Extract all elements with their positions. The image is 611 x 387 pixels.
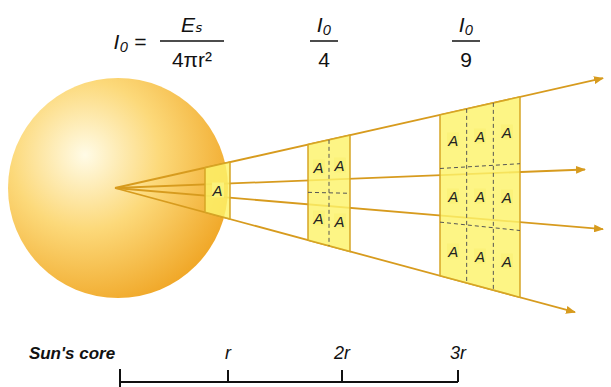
grid-line	[440, 164, 520, 169]
grid-line	[493, 103, 494, 290]
patch-shape	[440, 97, 520, 297]
area-label: A	[333, 158, 345, 173]
area-label: A	[312, 210, 324, 225]
area-label: A	[447, 188, 459, 203]
intensity-numerator: I₀	[317, 14, 332, 35]
area-label: A	[211, 183, 223, 198]
light-rays	[115, 78, 603, 312]
patch-shape	[205, 162, 230, 219]
distance-label: 2r	[334, 344, 350, 362]
formula-term: I₀ =	[114, 31, 147, 52]
area-label: A	[333, 213, 345, 228]
patch-shape	[308, 135, 350, 251]
intensity-denominator: 9	[460, 49, 472, 70]
distance-label: r	[225, 344, 231, 362]
area-label: A	[474, 128, 486, 143]
area-label: A	[501, 125, 513, 140]
grid-line	[440, 222, 520, 230]
area-label: A	[474, 189, 486, 204]
patch-outline	[306, 133, 352, 254]
area-label: A	[474, 249, 486, 264]
grid-line	[466, 109, 467, 283]
area-label: A	[312, 160, 324, 175]
fraction-bars	[160, 40, 480, 42]
area-label: A	[447, 244, 459, 259]
grid-line	[308, 192, 350, 194]
formula-denominator: 4πr²	[172, 49, 212, 70]
distance-label: 3r	[450, 344, 466, 362]
area-patch: AAAA	[306, 133, 352, 254]
formula-numerator: Eₛ	[181, 14, 203, 35]
area-patch: AAAAAAAAA	[438, 94, 522, 300]
area-label: A	[447, 132, 459, 147]
area-patch: A	[203, 160, 232, 222]
distance-scale	[120, 369, 458, 387]
intensity-numerator: I₀	[459, 14, 474, 35]
scale-label: Sun's core	[29, 345, 115, 362]
area-label: A	[501, 254, 513, 269]
area-label: A	[501, 189, 513, 204]
light-ray	[115, 78, 603, 188]
intensity-denominator: 4	[318, 49, 330, 70]
